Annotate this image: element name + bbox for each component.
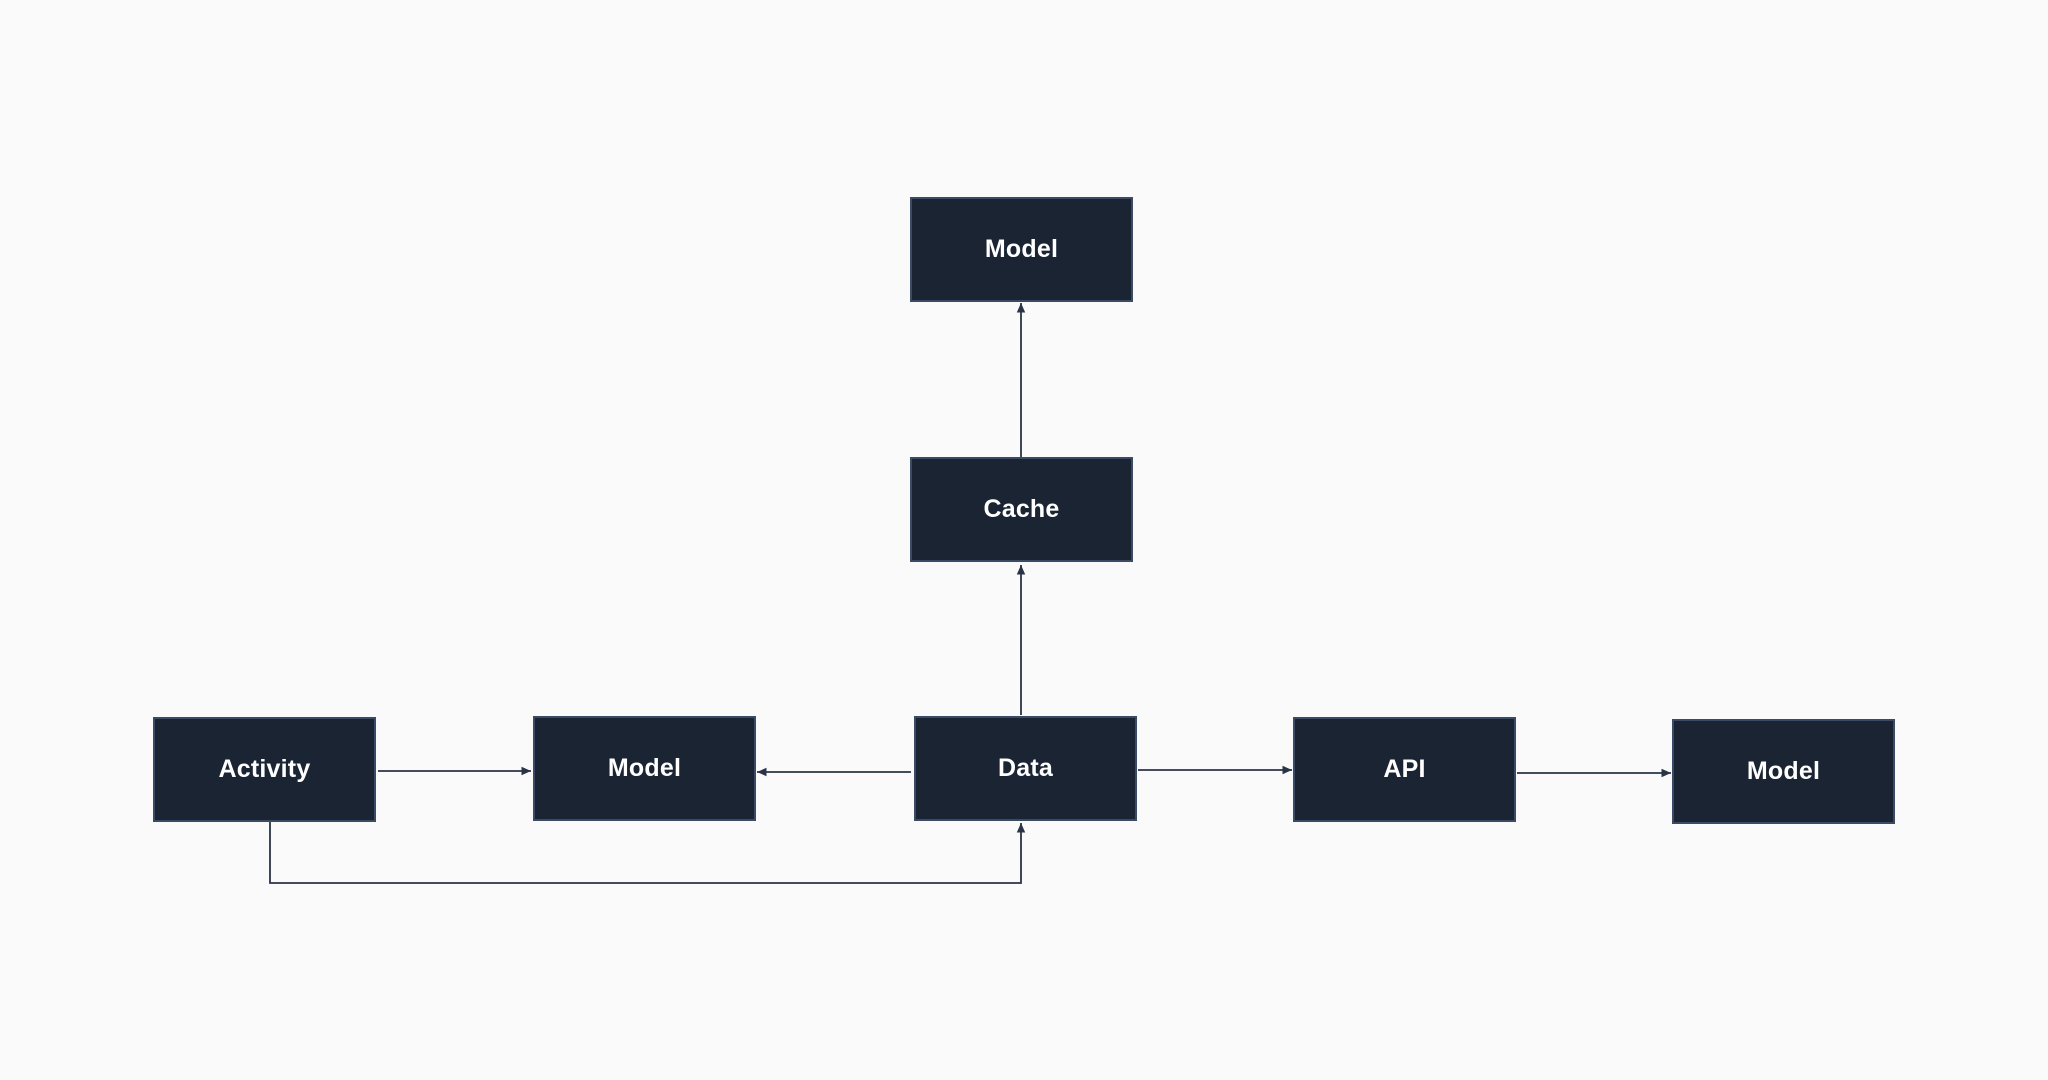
edge-activity-to-data bbox=[269, 822, 1026, 884]
node-label: Model bbox=[607, 754, 682, 782]
node-api[interactable]: API bbox=[1293, 717, 1516, 822]
node-label: Cache bbox=[983, 495, 1060, 523]
node-cache[interactable]: Cache bbox=[910, 457, 1133, 562]
node-model-right[interactable]: Model bbox=[1672, 719, 1895, 824]
node-model-top[interactable]: Model bbox=[910, 197, 1133, 302]
node-data[interactable]: Data bbox=[914, 716, 1137, 821]
node-label: Model bbox=[984, 235, 1059, 263]
node-label: Model bbox=[1746, 757, 1821, 785]
node-model-mid[interactable]: Model bbox=[533, 716, 756, 821]
node-label: Activity bbox=[218, 755, 311, 783]
node-label: Data bbox=[998, 754, 1053, 782]
node-activity[interactable]: Activity bbox=[153, 717, 376, 822]
node-label: API bbox=[1383, 755, 1426, 783]
